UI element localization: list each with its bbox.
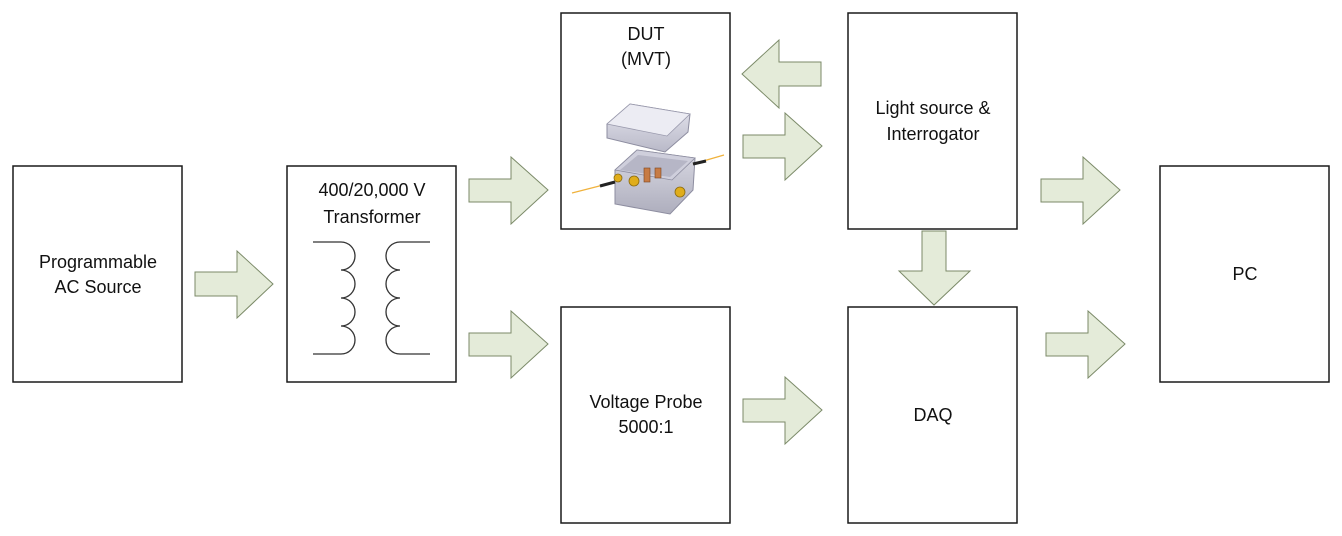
block-light-source-frame bbox=[847, 12, 1018, 230]
arrow-transformer-to-dut bbox=[468, 155, 549, 226]
voltage-probe-label-1: Voltage Probe bbox=[589, 392, 702, 412]
mvt-enclosure-illustration bbox=[571, 103, 725, 215]
arrow-light-source-to-daq bbox=[897, 230, 972, 306]
arrow-daq-to-pc bbox=[1045, 309, 1126, 380]
block-dut: DUT (MVT) bbox=[560, 12, 731, 230]
block-pc-frame bbox=[1159, 165, 1330, 383]
block-light-source: Light source & Interrogator bbox=[847, 12, 1018, 230]
daq-label: DAQ bbox=[913, 405, 952, 425]
arrow-light-source-to-dut bbox=[741, 38, 822, 110]
arrow-dut-to-light-source bbox=[742, 111, 823, 182]
arrow-voltage-probe-to-daq bbox=[742, 375, 823, 446]
block-daq: DAQ bbox=[847, 306, 1018, 524]
transformer-coil-symbol bbox=[313, 241, 430, 355]
arrow-transformer-to-voltage-probe bbox=[468, 309, 549, 380]
pc-label: PC bbox=[1232, 264, 1257, 284]
light-source-label-1: Light source & bbox=[875, 98, 990, 118]
block-voltage-probe: Voltage Probe 5000:1 bbox=[560, 306, 731, 524]
arrow-light-source-to-pc bbox=[1040, 155, 1121, 226]
block-ac-source-frame bbox=[12, 165, 183, 383]
dut-label-1: DUT bbox=[628, 24, 665, 44]
block-pc: PC bbox=[1159, 165, 1330, 383]
ac-source-label-1: Programmable bbox=[39, 252, 157, 272]
voltage-probe-label-2: 5000:1 bbox=[618, 417, 673, 437]
block-transformer-frame bbox=[286, 165, 457, 383]
arrow-ac-source-to-transformer bbox=[194, 249, 274, 320]
light-source-label-2: Interrogator bbox=[886, 124, 979, 144]
dut-label-2: (MVT) bbox=[621, 49, 671, 69]
ac-source-label-2: AC Source bbox=[54, 277, 141, 297]
transformer-label-2: Transformer bbox=[323, 207, 420, 227]
block-transformer: 400/20,000 V Transformer bbox=[286, 165, 457, 383]
block-voltage-probe-frame bbox=[560, 306, 731, 524]
block-daq-frame bbox=[847, 306, 1018, 524]
block-ac-source: Programmable AC Source bbox=[12, 165, 183, 383]
transformer-label-1: 400/20,000 V bbox=[318, 180, 425, 200]
